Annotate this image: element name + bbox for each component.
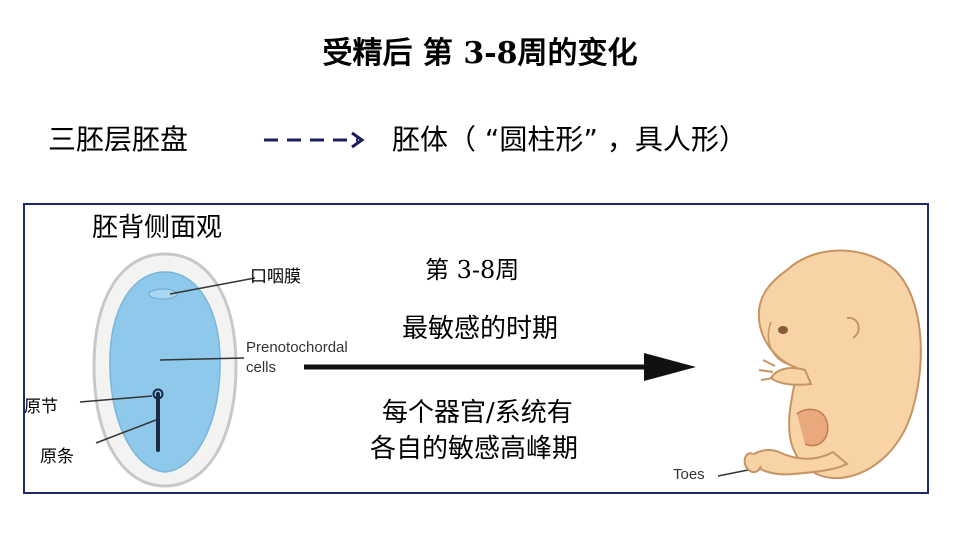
embryo-body-term: 胚体（ “圆柱形” ，具人形） [392, 123, 747, 156]
dashed-arrow-icon [264, 131, 365, 149]
primitive-streak-label: 原条 [40, 447, 74, 467]
embryo-disc-illustration [92, 252, 238, 488]
oropharyngeal-membrane-label: 口咽膜 [250, 267, 301, 287]
fetus-ear [846, 316, 860, 339]
week-range-label: 第 3-8周 [425, 256, 520, 284]
umbilical-cord [796, 408, 829, 447]
organ-sensitivity-line-1: 每个器官/系统有 [382, 398, 573, 428]
development-arrow-icon [304, 353, 696, 381]
embryonic-disc [109, 271, 221, 473]
title-suffix: 周的变化 [517, 36, 638, 71]
primitive-node-label: 原节 [24, 397, 58, 417]
primitive-streak [156, 392, 160, 452]
fetus-head-detail [767, 321, 788, 365]
fetus-illustration [743, 249, 922, 480]
title-prefix: 受精后 第 [322, 36, 464, 71]
sensitive-period-label: 最敏感的时期 [402, 314, 559, 344]
slide-title: 受精后 第 3-8周的变化 [0, 28, 960, 72]
fetus-arm [769, 367, 813, 386]
oropharyngeal-membrane [148, 288, 178, 300]
fetus-foot [743, 452, 762, 474]
primitive-node [152, 388, 164, 400]
content-panel [23, 203, 929, 494]
prenotochordal-cells-label: Prenotochordal cells [246, 339, 348, 376]
fetus-body [757, 249, 922, 480]
fetus-hand [758, 359, 776, 381]
title-week-number: 3-8 [463, 36, 518, 71]
toes-label: Toes [673, 466, 705, 483]
trilaminar-disc-term: 三胚层胚盘 [48, 123, 189, 156]
panel-title: 胚背侧面观 [92, 213, 223, 243]
fetus-eye [778, 326, 788, 334]
organ-sensitivity-line-2: 各自的敏感高峰期 [370, 434, 579, 464]
